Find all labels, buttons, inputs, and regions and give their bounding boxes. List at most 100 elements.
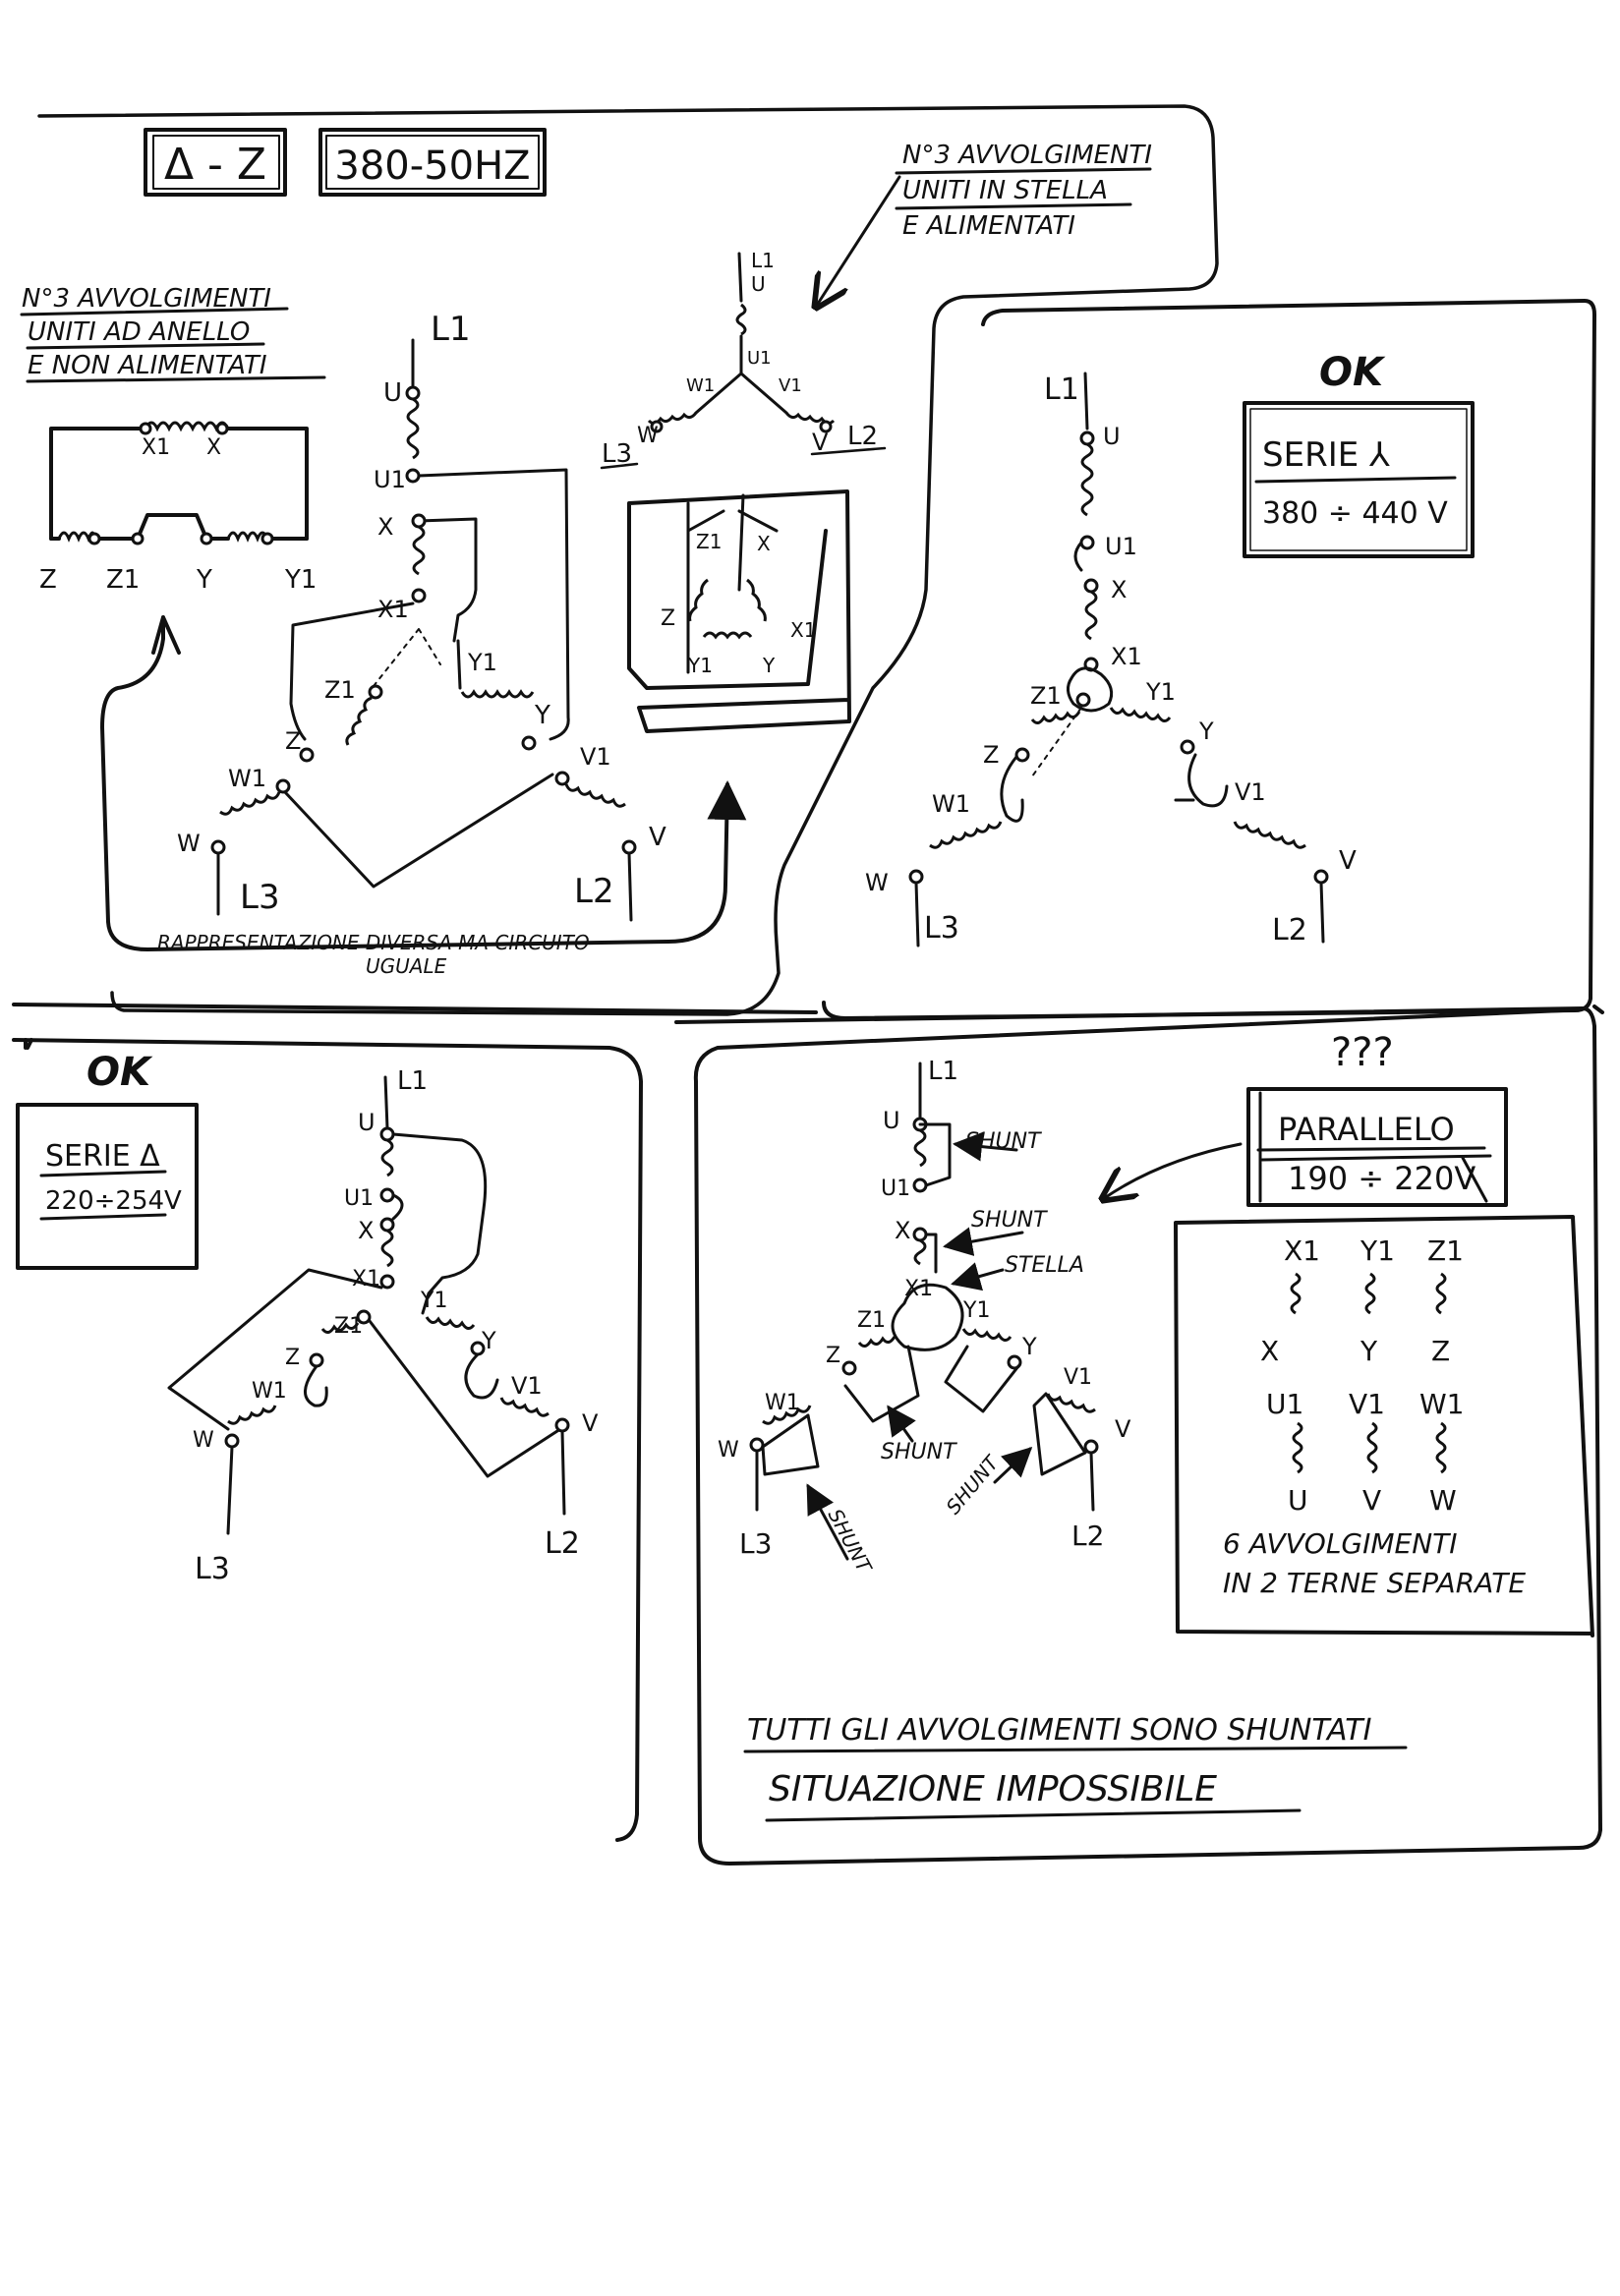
q3-U: U	[358, 1109, 376, 1136]
sep-bottom-0: U	[1288, 1484, 1308, 1517]
q4-question: ???	[1331, 1030, 1394, 1075]
q1-V: V	[649, 823, 666, 852]
q4-U: U	[883, 1107, 900, 1134]
ring-label-x: X	[206, 435, 221, 460]
q1-caption-line1: RAPPRESENTAZIONE DIVERSA MA CIRCUITO	[157, 931, 590, 954]
q4-shunt-2: SHUNT	[971, 1208, 1048, 1233]
q2-U: U	[1103, 423, 1121, 450]
q2-X1: X1	[1111, 643, 1142, 670]
q3-L3: L3	[195, 1552, 230, 1586]
mini-X1: X1	[790, 618, 816, 642]
sep-top-2: Z1	[1427, 1234, 1464, 1267]
mini-U: U	[751, 272, 766, 296]
q4-footer-line1: TUTTI GLI AVVOLGIMENTI SONO SHUNTATI	[747, 1713, 1372, 1748]
q1-Y1: Y1	[467, 649, 497, 676]
q3-L2: L2	[545, 1526, 580, 1561]
mini-Z: Z	[661, 606, 675, 631]
q1-L3: L3	[240, 878, 280, 917]
q1-Z1: Z1	[324, 676, 356, 704]
mini-L1: L1	[751, 249, 775, 272]
q4-W1: W1	[765, 1391, 800, 1415]
q1-Z: Z	[285, 727, 301, 755]
ring-label-z: Z	[39, 565, 57, 595]
q2-diagram: OK SERIE ⅄ 380 ÷ 440 V L1 U U1 X X1 Y1 Z…	[865, 350, 1475, 947]
mini-Z1: Z1	[696, 530, 722, 553]
mini-Y: Y	[762, 654, 776, 677]
mini-W1: W1	[686, 375, 715, 396]
q2-X: X	[1111, 576, 1127, 603]
q2-Y1: Y1	[1145, 678, 1176, 706]
q2-L2: L2	[1272, 913, 1307, 947]
sep-low-0: U1	[1266, 1388, 1303, 1420]
q2-W: W	[865, 869, 889, 896]
q3-Z: Z	[285, 1346, 300, 1370]
q4-Y: Y	[1021, 1333, 1037, 1360]
q2-Z1: Z1	[1030, 682, 1062, 710]
ring-note-line2: UNITI AD ANELLO	[28, 317, 250, 347]
q4-Y1: Y1	[962, 1298, 990, 1323]
sep-low-2: W1	[1419, 1388, 1465, 1420]
q1-L1: L1	[431, 310, 471, 349]
ring-label-y: Y	[196, 565, 212, 595]
star-note: N°3 AVVOLGIMENTI UNITI IN STELLA E ALIME…	[816, 141, 1152, 307]
q2-Z: Z	[983, 741, 999, 769]
q2-box-line2: 380 ÷ 440 V	[1262, 496, 1448, 531]
ring-diagram: X1 X Z Z1 Y Y1	[39, 421, 747, 951]
q2-box-line1: SERIE ⅄	[1262, 435, 1390, 475]
q4-box-line1: PARALLELO	[1278, 1111, 1455, 1148]
q4-W: W	[718, 1438, 739, 1463]
ring-label-x1: X1	[142, 435, 170, 460]
star-note-line3: E ALIMENTATI	[902, 211, 1075, 241]
q3-L1: L1	[397, 1066, 428, 1096]
sep-top-1: Y1	[1360, 1234, 1395, 1267]
q3-V1: V1	[511, 1372, 543, 1400]
q4-L2: L2	[1071, 1520, 1104, 1552]
q4-footer-line2: SITUAZIONE IMPOSSIBILE	[769, 1769, 1217, 1809]
q3-box-line2: 220÷254V	[45, 1186, 182, 1216]
sep-note-line2: IN 2 TERNE SEPARATE	[1223, 1567, 1526, 1599]
q4-Z1: Z1	[857, 1308, 886, 1333]
q4-X: X	[895, 1217, 910, 1244]
sep-mid-0: X	[1260, 1335, 1279, 1367]
q1-Y: Y	[534, 701, 550, 730]
mini-W: W	[637, 424, 659, 448]
q4-V1: V1	[1064, 1365, 1092, 1390]
q4-L3: L3	[739, 1527, 772, 1560]
q3-ok: OK	[87, 1050, 153, 1095]
q1-diagram: L1 U U1 X X1 Y1 Y Z1 Z W1 W V1 V	[157, 310, 666, 978]
q3-W: W	[193, 1428, 214, 1453]
q2-Y: Y	[1198, 718, 1214, 745]
q1-W1: W1	[228, 765, 266, 792]
q4-X1: X1	[904, 1277, 933, 1301]
q2-V1: V1	[1235, 778, 1266, 806]
sep-low-1: V1	[1349, 1388, 1385, 1420]
mini-V: V	[812, 429, 829, 456]
mini-Y1: Y1	[687, 654, 713, 677]
mini-V1: V1	[779, 375, 802, 396]
frame-lines	[12, 104, 1604, 1866]
q1-V1: V1	[580, 743, 611, 771]
q4-box-line2: 190 ÷ 220V	[1288, 1160, 1475, 1197]
q4-diagram: ??? PARALLELO 190 ÷ 220V X1 Y1 Z1 X Y Z …	[718, 1030, 1594, 1822]
ring-note-line3: E NON ALIMENTATI	[28, 351, 267, 380]
q1-L2: L2	[574, 872, 614, 911]
q4-V: V	[1115, 1415, 1131, 1443]
q2-W1: W1	[932, 790, 970, 818]
q1-X: X	[377, 513, 393, 541]
sep-top-0: X1	[1284, 1234, 1320, 1267]
header-boxes: Δ - Z 380-50HZ	[144, 128, 547, 197]
star-mini: L1 U U1 W1 V1 L3 W V L2 Z1 X Z X1 Y1 Y	[600, 249, 887, 733]
q3-box-line1: SERIE Δ	[45, 1139, 160, 1174]
q2-V: V	[1339, 846, 1357, 876]
star-note-line1: N°3 AVVOLGIMENTI	[902, 141, 1152, 170]
separate-windings: X1 Y1 Z1 X Y Z U1 V1 W1 U V W 6 AVVOLGIM…	[1223, 1234, 1526, 1599]
sep-note-line1: 6 AVVOLGIMENTI	[1223, 1527, 1458, 1560]
sep-bottom-2: W	[1429, 1484, 1457, 1517]
q4-shunt-4: SHUNT	[824, 1505, 878, 1578]
q2-L1: L1	[1044, 373, 1079, 407]
mini-L2: L2	[847, 422, 878, 451]
q4-stella: STELLA	[1005, 1253, 1084, 1278]
q3-W1: W1	[252, 1379, 287, 1404]
q2-U1: U1	[1105, 533, 1137, 560]
